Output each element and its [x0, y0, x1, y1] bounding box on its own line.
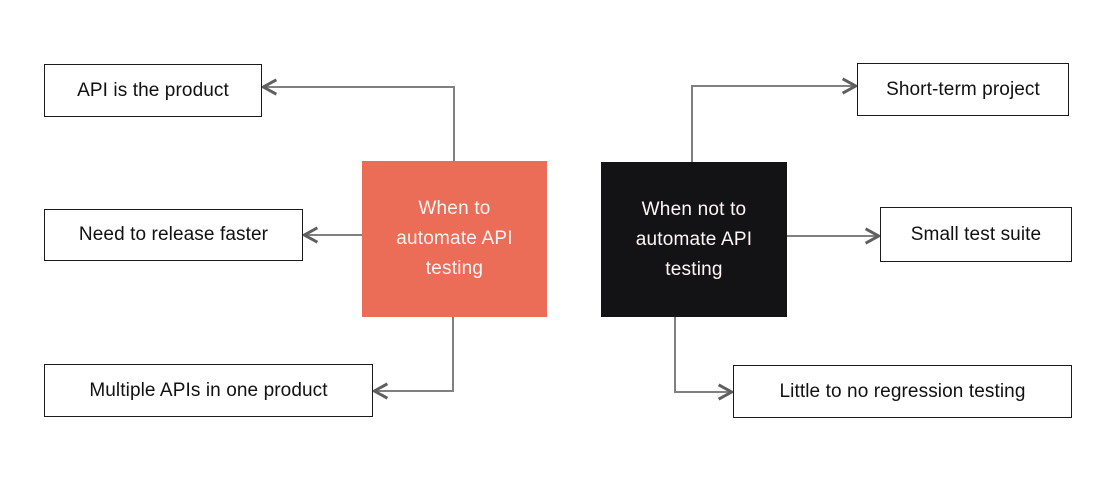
node-when-to-line: testing — [425, 258, 484, 279]
connector-when-to-api-product — [264, 87, 455, 161]
node-when-not-to-line: automate API — [635, 228, 753, 250]
node-multiple-apis-in-one-product: Multiple APIs in one product — [44, 364, 373, 417]
node-api-is-the-product: API is the product — [44, 64, 262, 117]
connector-when-not-to-short-term — [691, 86, 855, 162]
node-short-term-project: Short-term project — [857, 63, 1069, 116]
node-need-to-release-faster: Need to release faster — [44, 209, 303, 261]
connector-when-to-multiple-apis — [375, 317, 454, 391]
node-when-not-to-automate: When not to automate API testing — [601, 162, 787, 317]
connector-when-not-to-little-regression — [674, 317, 731, 392]
node-when-not-to-line: testing — [665, 258, 723, 280]
node-when-not-to-line: When not to — [641, 198, 747, 220]
node-when-to-automate: When to automate API testing — [362, 161, 547, 317]
node-when-to-line: automate API — [396, 228, 513, 249]
node-small-test-suite: Small test suite — [880, 207, 1072, 262]
node-when-to-line: When to — [418, 198, 491, 219]
node-little-to-no-regression-testing: Little to no regression testing — [733, 365, 1072, 418]
